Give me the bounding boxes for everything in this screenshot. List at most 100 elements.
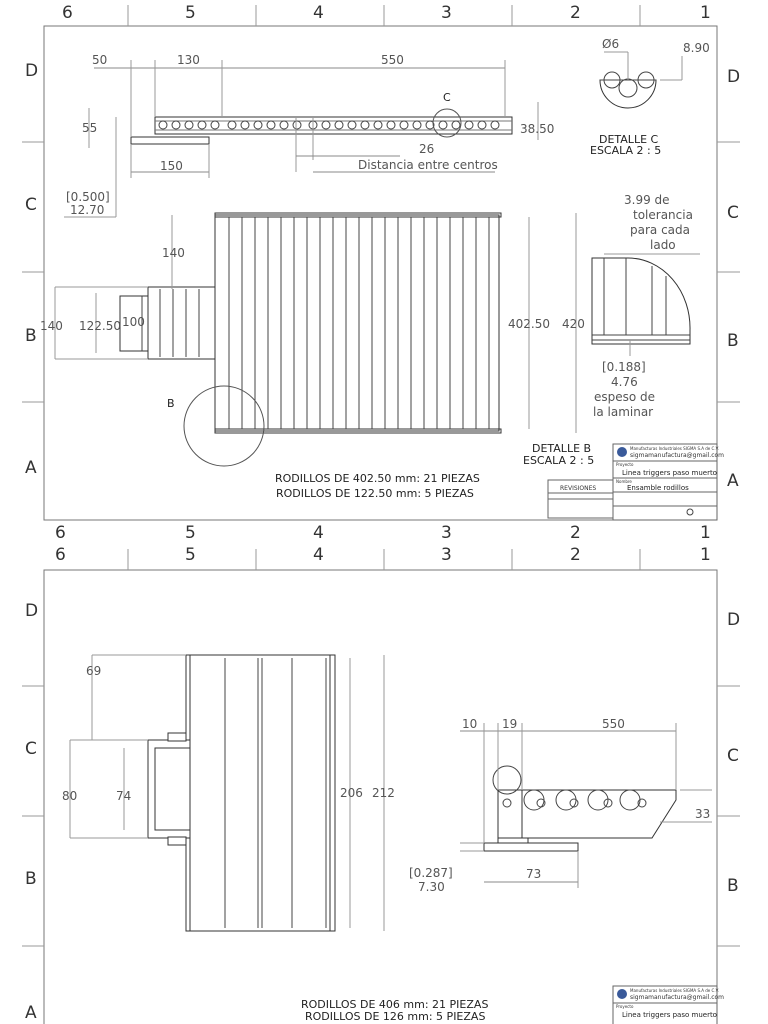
zone-col: 5 xyxy=(185,545,196,565)
dim-420: 420 xyxy=(562,317,585,331)
company-logo-2 xyxy=(617,989,627,999)
dim-206: 206 xyxy=(340,786,363,800)
dim-74: 74 xyxy=(116,789,131,803)
distance-between-centers: Distancia entre centros xyxy=(358,158,498,172)
thickness-line-1: espeso de xyxy=(594,390,655,404)
zone-col: 3 xyxy=(441,523,452,543)
note2-line-2: RODILLOS DE 126 mm: 5 PIEZAS xyxy=(305,1010,485,1023)
sheet-2: D C B A D C B xyxy=(22,549,740,1024)
dim-55: 55 xyxy=(82,121,97,135)
small-block xyxy=(119,295,149,352)
zone-col: 2 xyxy=(570,523,581,543)
zone-row: B xyxy=(25,869,37,889)
sheet-2-zone-rows: D C B A D C B xyxy=(22,601,740,1023)
zone-col: 1 xyxy=(700,545,711,565)
detail-b-scale: ESCALA 2 : 5 xyxy=(523,454,594,467)
short-roller-section xyxy=(147,286,216,360)
zone-row: A xyxy=(727,471,739,491)
company-name-2: Manufacturas Industriales SIGMA S.A de C… xyxy=(630,988,719,993)
dim-402-50: 402.50 xyxy=(508,317,550,331)
zone-row: B xyxy=(25,326,37,346)
title-block-1: REVISIONES Manufacturas Industriales SIG… xyxy=(547,443,724,521)
dim-10: 10 xyxy=(462,717,477,731)
company-email-2: sigmamanufactura@gmail.com xyxy=(630,994,724,1001)
zone-row: B xyxy=(727,876,739,896)
zone-row: D xyxy=(25,61,38,81)
dim-0-287: [0.287] xyxy=(409,866,453,880)
revisiones-label: REVISIONES xyxy=(560,485,596,492)
dim-12-70: 12.70 xyxy=(70,203,104,217)
long-rollers xyxy=(228,217,490,429)
detail-c-callout-circle xyxy=(432,108,462,138)
tolerance-line-1: 3.99 de xyxy=(624,193,670,207)
top-view: B 140 140 122.50 100 402.50 420 xyxy=(40,212,585,467)
side-support-plate xyxy=(130,136,210,145)
proyecto-label: Proyecto xyxy=(616,462,634,467)
base-plate-2 xyxy=(483,842,579,852)
zone-row: A xyxy=(25,458,37,478)
zone-col: 4 xyxy=(313,545,324,565)
dim-69: 69 xyxy=(86,664,101,678)
note-line-1: RODILLOS DE 402.50 mm: 21 PIEZAS xyxy=(275,472,480,485)
zone-row: B xyxy=(727,331,739,351)
company-logo xyxy=(617,447,627,457)
short-rollers xyxy=(159,289,200,357)
dim-550: 550 xyxy=(381,53,404,67)
sheet-1: 6 5 4 3 2 1 D C B A D C B A xyxy=(22,3,740,521)
company-name: Manufacturas Industriales SIGMA S.A de C… xyxy=(630,446,719,451)
zone-row: A xyxy=(25,1003,37,1023)
title-block-2: Manufacturas Industriales SIGMA S.A de C… xyxy=(612,985,724,1024)
zone-row: C xyxy=(25,195,37,215)
tolerance-line-4: lado xyxy=(650,238,676,252)
project-name: Linea triggers paso muerto xyxy=(622,469,717,477)
zone-row: D xyxy=(727,610,740,630)
dim-73: 73 xyxy=(526,867,541,881)
projection-symbol xyxy=(686,508,694,516)
dim-550-b: 550 xyxy=(602,717,625,731)
zone-col: 3 xyxy=(441,545,452,565)
dim-140: 140 xyxy=(162,246,185,260)
note-line-2: RODILLOS DE 122.50 mm: 5 PIEZAS xyxy=(276,487,474,500)
detail-c-callout-label: C xyxy=(443,91,451,104)
dim-7-30: 7.30 xyxy=(418,880,445,894)
detail-b-title: DETALLE B xyxy=(532,442,591,455)
top-view-2: 69 80 74 206 212 xyxy=(62,654,395,932)
zone-col: 6 xyxy=(55,545,66,565)
detail-c-title: DETALLE C xyxy=(599,133,659,146)
zone-row: D xyxy=(727,67,740,87)
dim-50: 50 xyxy=(92,53,107,67)
zone-row: C xyxy=(727,203,739,223)
dim-0-500: [0.500] xyxy=(66,190,110,204)
note2-line-1: RODILLOS DE 406 mm: 21 PIEZAS xyxy=(301,998,488,1011)
zone-row: C xyxy=(25,739,37,759)
dim-140-left: 140 xyxy=(40,319,63,333)
detail-b-callout-circle xyxy=(183,385,265,467)
dim-100: 100 xyxy=(122,315,145,329)
sheet-1-border xyxy=(43,25,718,521)
zone-col: 5 xyxy=(185,523,196,543)
sheet-1-zone-rows: D C B A D C B A xyxy=(22,61,740,491)
proyecto-label-2: Proyecto xyxy=(616,1004,634,1009)
side-view-top: C 50 130 550 55 150 26 Distancia entre c… xyxy=(64,53,554,218)
roller-frame xyxy=(214,214,500,432)
dim-19: 19 xyxy=(502,717,517,731)
detail-b: 3.99 de tolerancia para cada lado [0.188… xyxy=(523,193,700,467)
dim-8-90: 8.90 xyxy=(683,41,710,55)
dim-26: 26 xyxy=(419,142,434,156)
dim-212: 212 xyxy=(372,786,395,800)
company-email: sigmamanufactura@gmail.com xyxy=(630,452,724,459)
detail-c: Ø6 8.90 DETALLE C ESCALA 2 : 5 xyxy=(590,37,710,157)
dim-4-76: 4.76 xyxy=(611,375,638,389)
part-name: Ensamble rodillos xyxy=(627,484,689,492)
zone-col: 2 xyxy=(570,545,581,565)
dim-130: 130 xyxy=(177,53,200,67)
zone-col: 4 xyxy=(313,523,324,543)
dim-122-50: 122.50 xyxy=(79,319,121,333)
dim-0-188: [0.188] xyxy=(602,360,646,374)
dim-80: 80 xyxy=(62,789,77,803)
zone-row: C xyxy=(727,746,739,766)
nombre-label: Nombre xyxy=(616,479,632,484)
zone-col: 6 xyxy=(55,523,66,543)
mid-zone-cols: 6 5 4 3 2 1 6 5 4 3 2 1 xyxy=(55,523,711,565)
